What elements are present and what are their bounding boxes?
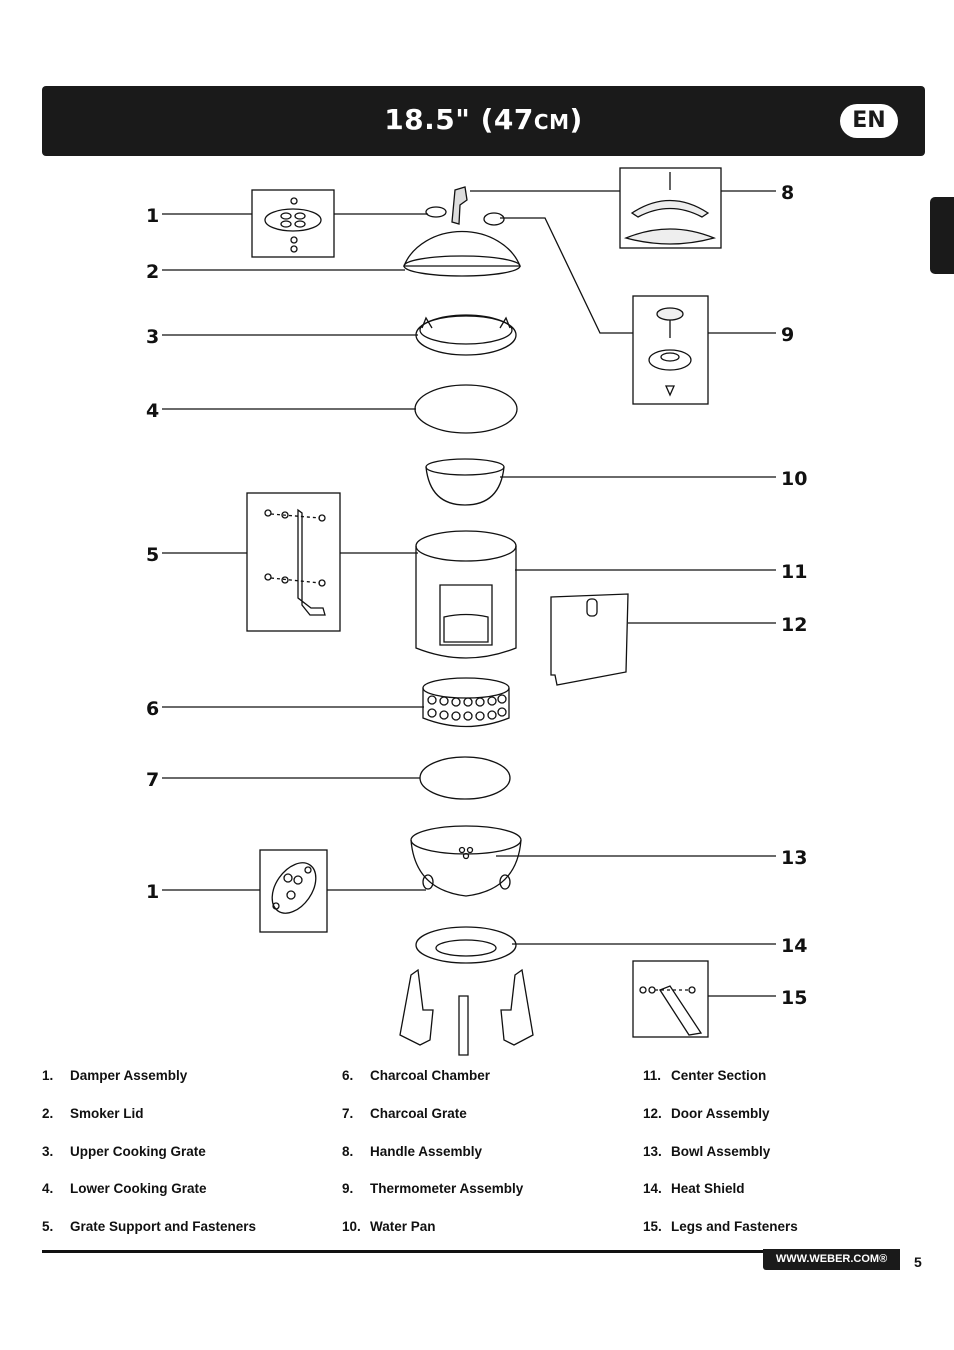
callout-6: 6 (146, 698, 159, 720)
list-item: 8.Handle Assembly (342, 1143, 483, 1159)
list-item: 11.Center Section (643, 1068, 767, 1083)
callout-13: 13 (781, 847, 807, 869)
list-item: 1.Damper Assembly (42, 1068, 188, 1083)
callout-3: 3 (146, 326, 159, 348)
footer-divider (42, 1250, 900, 1253)
list-item: 12.Door Assembly (643, 1105, 770, 1121)
callout-8: 8 (781, 182, 794, 204)
parts-list-column-1: 1.Damper Assembly 2.Smoker Lid 3.Upper C… (42, 1068, 256, 1257)
section-tab (930, 197, 954, 274)
callout-1-bottom: 1 (146, 881, 159, 903)
callout-15: 15 (781, 987, 807, 1009)
title-bar: 18.5" (47CM) (42, 86, 925, 156)
callout-4: 4 (146, 400, 159, 422)
page-title: 18.5" (47CM) (384, 103, 583, 136)
list-item: 4.Lower Cooking Grate (42, 1181, 207, 1197)
parts-list-column-3: 11.Center Section 12.Door Assembly 13.Bo… (643, 1068, 798, 1257)
callout-11: 11 (781, 561, 807, 583)
list-item: 14.Heat Shield (643, 1181, 745, 1197)
callout-10: 10 (781, 468, 807, 490)
parts-list-column-2: 6.Charcoal Chamber 7.Charcoal Grate 8.Ha… (342, 1068, 523, 1257)
list-item: 5.Grate Support and Fasteners (42, 1219, 257, 1235)
callout-14: 14 (781, 935, 807, 957)
callout-12: 12 (781, 614, 807, 636)
list-item: 15.Legs and Fasteners (643, 1219, 798, 1235)
list-item: 9.Thermometer Assembly (342, 1181, 524, 1197)
page-number: 5 (914, 1254, 922, 1270)
list-item: 2.Smoker Lid (42, 1105, 144, 1121)
list-item: 13.Bowl Assembly (643, 1143, 771, 1159)
list-item: 6.Charcoal Chamber (342, 1068, 491, 1083)
list-item: 7.Charcoal Grate (342, 1105, 467, 1121)
callout-5: 5 (146, 544, 159, 566)
language-badge: EN (840, 104, 898, 138)
website-link[interactable]: WWW.WEBER.COM® (763, 1249, 900, 1270)
list-item: 3.Upper Cooking Grate (42, 1143, 206, 1159)
list-item: 10.Water Pan (342, 1219, 436, 1235)
callout-1-top: 1 (146, 205, 159, 227)
callout-2: 2 (146, 261, 159, 283)
callout-7: 7 (146, 769, 159, 791)
callout-9: 9 (781, 324, 794, 346)
